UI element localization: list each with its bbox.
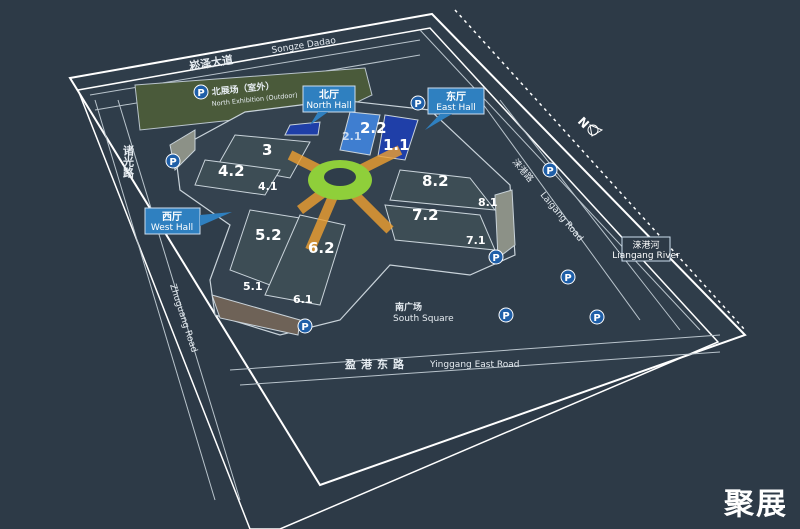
callout-label-cn: 北厅: [319, 88, 339, 101]
east-building: [494, 189, 516, 259]
parking-icon[interactable]: P: [488, 249, 504, 265]
callout-label-en: West Hall: [151, 223, 193, 233]
parking-icon[interactable]: P: [193, 84, 209, 100]
hall-label: 4.2: [218, 162, 245, 180]
svg-text:P: P: [197, 88, 204, 99]
hall-8[interactable]: [389, 169, 497, 211]
hall-north[interactable]: [284, 121, 321, 136]
callout-label-cn: 东厅: [446, 90, 466, 103]
hall-6[interactable]: [264, 214, 346, 306]
road-label-west-cn: 诸光路: [122, 144, 136, 179]
hall-label: 5.2: [255, 226, 282, 244]
watermark-logo: 聚展: [724, 487, 788, 522]
svg-text:P: P: [492, 253, 499, 264]
road-label-south-cn: 盈港东路: [344, 357, 409, 371]
river-line: [454, 9, 746, 331]
svg-text:P: P: [169, 157, 176, 168]
hall-1[interactable]: [377, 114, 419, 161]
hall-label: 8.1: [478, 196, 498, 209]
callout-north-hall[interactable]: 北厅 North Hall: [302, 85, 356, 125]
site-plate-shadow: [76, 27, 720, 529]
hall-label: 7.2: [412, 206, 439, 224]
svg-text:P: P: [593, 313, 600, 324]
svg-text:P: P: [301, 322, 308, 333]
parking-icon[interactable]: P: [560, 269, 576, 285]
compass-icon: N: [575, 114, 604, 137]
callout-east-hall[interactable]: 东厅 East Hall: [425, 87, 485, 130]
hall-label: 3: [262, 141, 272, 159]
hall-label: 7.1: [466, 234, 486, 247]
svg-text:N: N: [575, 114, 592, 131]
hall-label: 8.2: [422, 172, 449, 190]
svg-text:P: P: [564, 273, 571, 284]
svg-text:P: P: [546, 166, 553, 177]
parking-icon[interactable]: P: [165, 153, 181, 169]
parking-icon[interactable]: P: [542, 162, 558, 178]
road-label-south-en: Yinggang East Road: [429, 360, 519, 370]
hall-label: 2.1: [342, 130, 362, 143]
south-square-cn: 南广场: [395, 301, 422, 313]
hall-label: 4.1: [258, 180, 278, 193]
hall-label: 6.1: [293, 293, 313, 306]
hall-label: 6.2: [308, 239, 335, 257]
central-hub: [287, 145, 403, 252]
south-square-en: South Square: [393, 314, 454, 324]
callout-liangang-river: 涞港河 Liangang River: [612, 236, 680, 262]
parking-icon[interactable]: P: [589, 309, 605, 325]
svg-text:P: P: [414, 99, 421, 110]
road-label-west-en: Zhuguang Road: [167, 283, 199, 354]
hall-4[interactable]: [194, 159, 281, 196]
road-label-north-cn: 崧泽大道: [188, 52, 234, 73]
parking-icon[interactable]: P: [498, 307, 514, 323]
parking-icon[interactable]: P: [410, 95, 426, 111]
callout-label-en: North Hall: [306, 101, 351, 111]
halls: [169, 111, 516, 336]
river-label-en: Liangang River: [612, 251, 680, 261]
hall-label: 2.2: [360, 119, 387, 137]
parking-icon[interactable]: P: [297, 318, 313, 334]
callout-label-cn: 西厅: [162, 211, 182, 223]
hall-2[interactable]: [339, 111, 381, 156]
hall-label: 5.1: [243, 280, 263, 293]
south-building: [211, 294, 301, 336]
callout-west-hall[interactable]: 西厅 West Hall: [144, 207, 232, 235]
hall-label: 1.1: [383, 136, 410, 154]
river-label-cn: 涞港河: [632, 239, 659, 251]
parking-icons: P P P P P P P P P: [165, 84, 605, 334]
svg-text:P: P: [502, 311, 509, 322]
callout-label-en: East Hall: [436, 103, 476, 113]
